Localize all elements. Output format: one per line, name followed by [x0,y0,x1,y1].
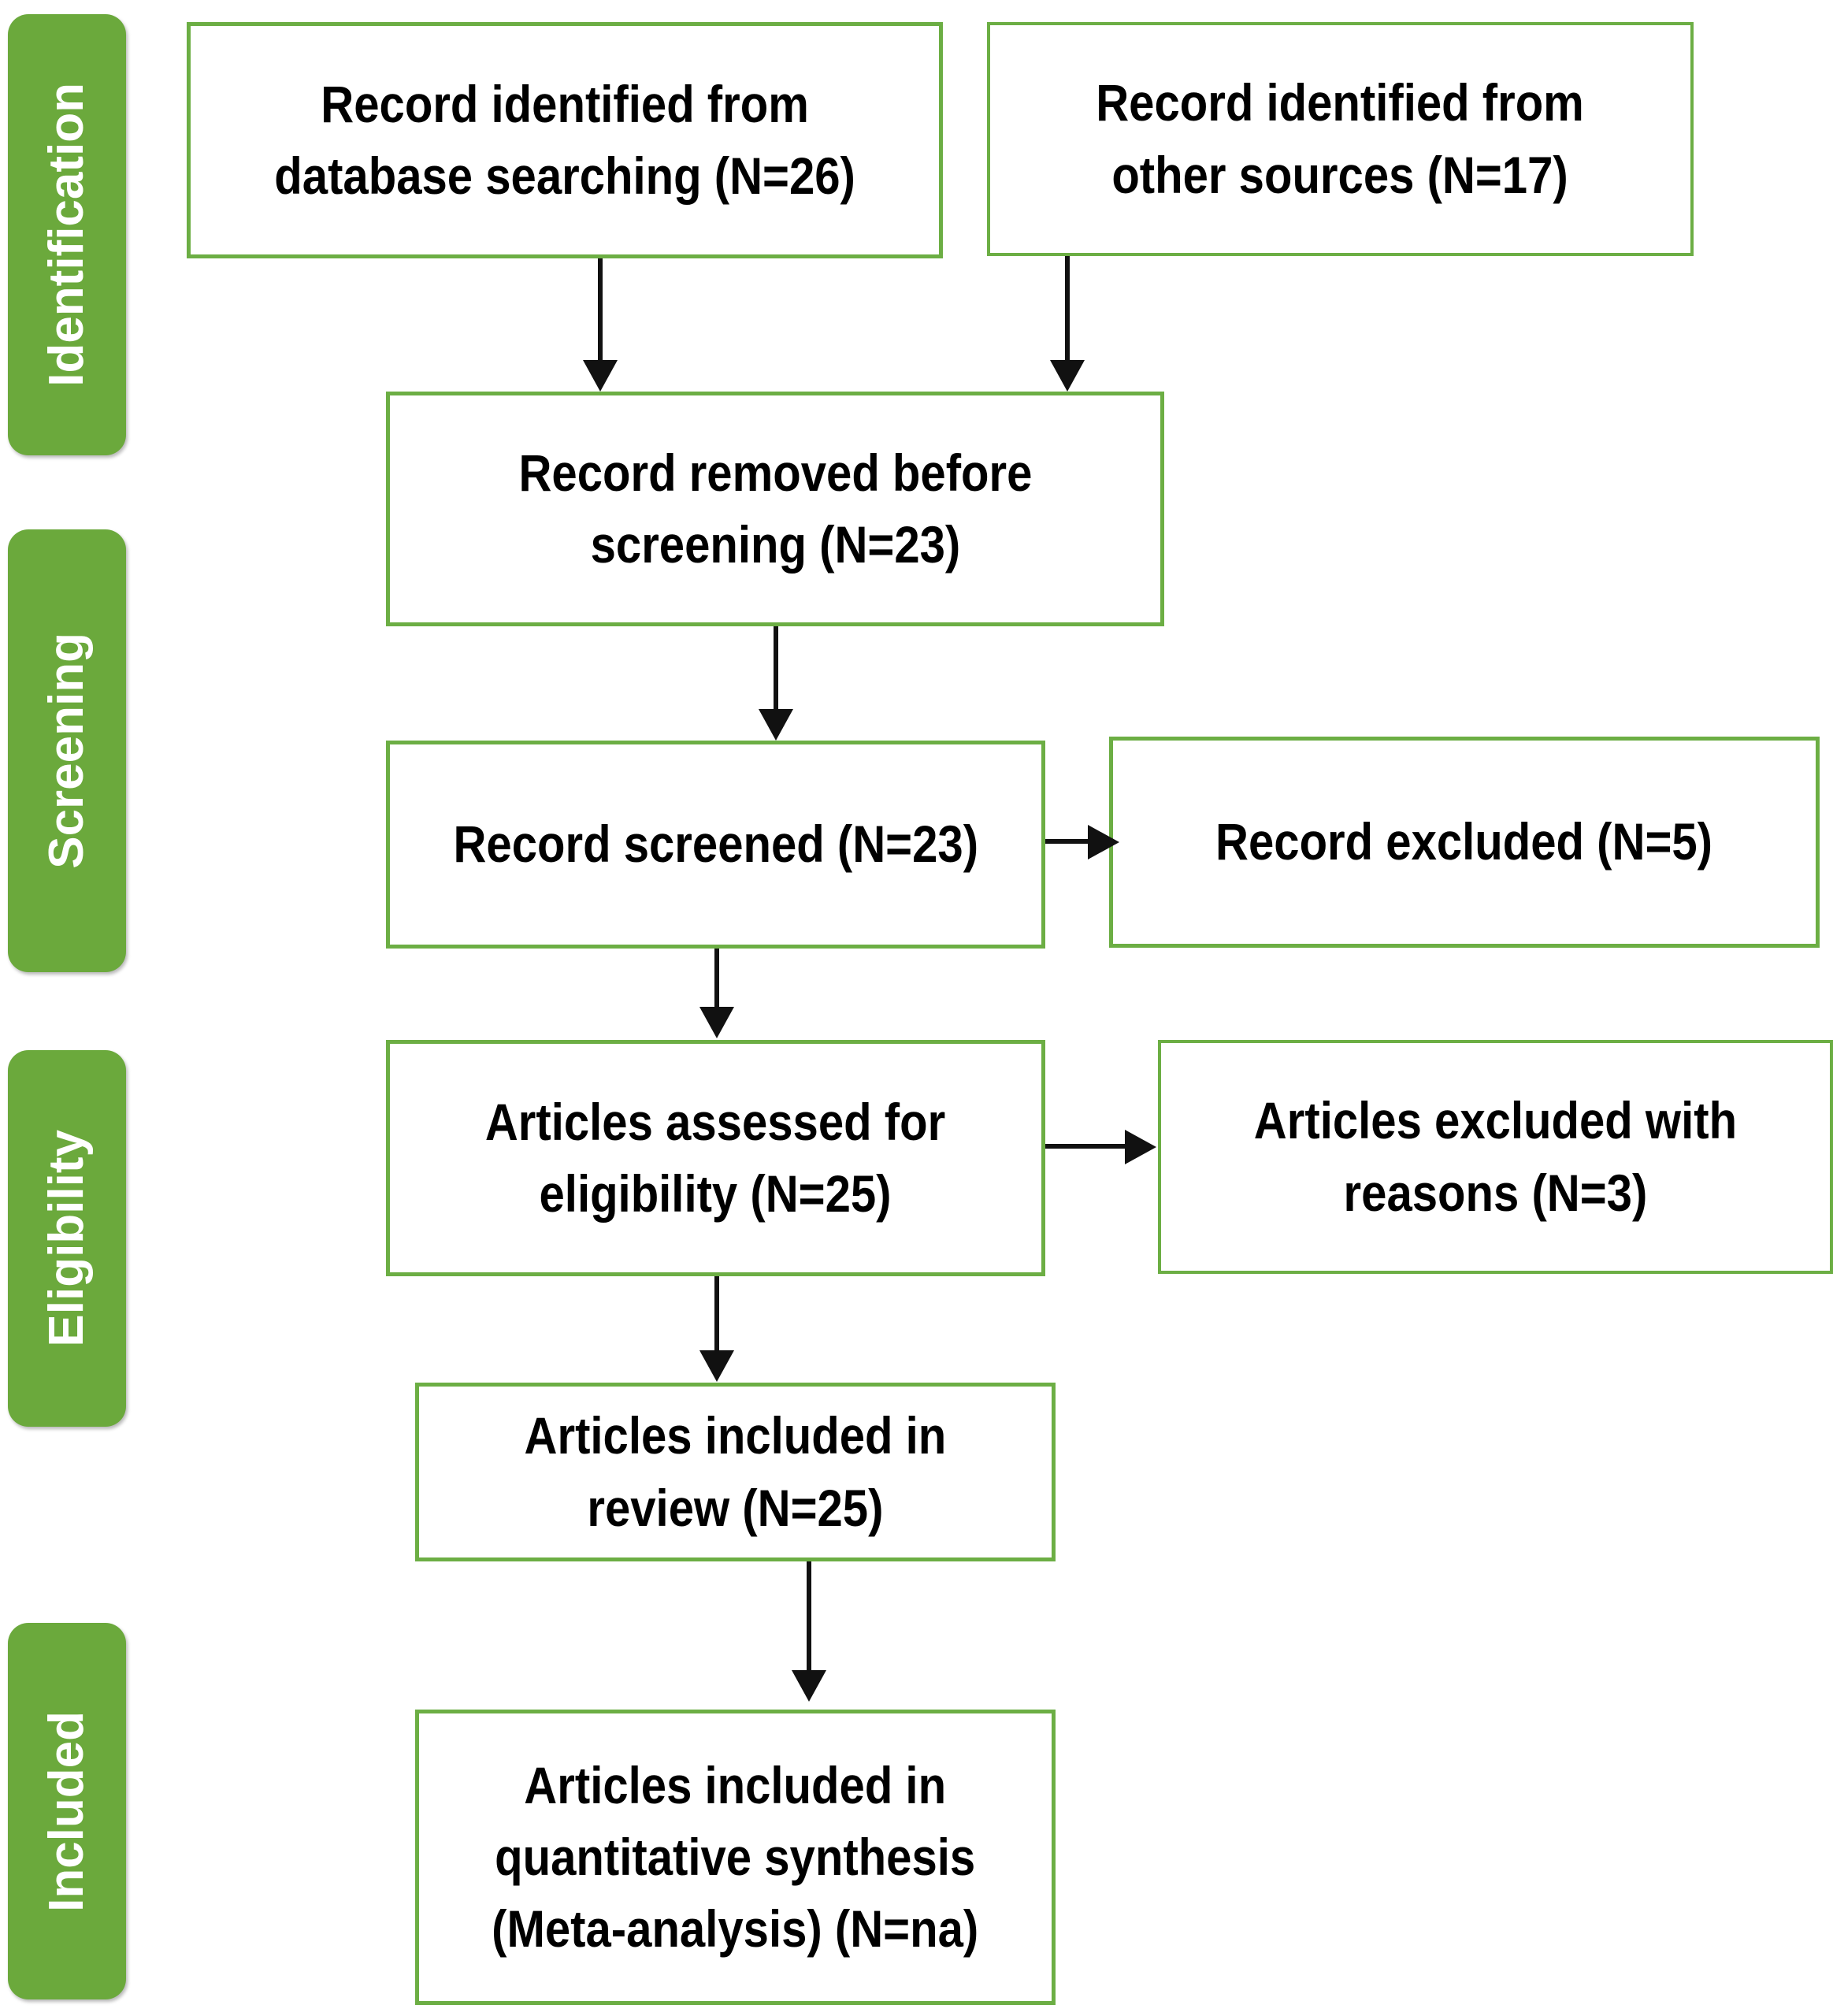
connector-line [714,949,719,1010]
box-articles-excluded-reasons-text: Articles excluded with reasons (N=3) [1253,1091,1738,1222]
box-records-excluded: Record excluded (N=5) [1109,737,1820,948]
arrow-right-icon [1125,1130,1156,1164]
connector-line [1045,839,1093,844]
arrow-down-icon [759,709,793,741]
box-records-removed: Record removed before screening (N=23) [386,392,1164,626]
arrow-down-icon [699,1007,734,1038]
arrow-down-icon [792,1670,826,1702]
box-articles-included-meta: Articles included in quantitative synthe… [415,1710,1056,2005]
stage-tab-screening-label: Screening [39,633,94,869]
box-articles-included-meta-text: Articles included in quantitative synthe… [492,1755,979,1958]
box-records-other-sources: Record identified from other sources (N=… [987,22,1694,256]
stage-tab-identification: Identification [8,14,126,455]
stage-tab-identification-label: Identification [39,83,94,387]
box-articles-excluded-reasons: Articles excluded with reasons (N=3) [1158,1040,1833,1274]
stage-tab-included-label: Included [39,1710,94,1912]
box-records-screened-text: Record screened (N=23) [453,815,978,874]
box-articles-assessed: Articles assessed for eligibility (N=25) [386,1040,1045,1276]
stage-tab-eligibility: Eligibility [8,1050,126,1427]
arrow-down-icon [699,1350,734,1382]
stage-tab-eligibility-label: Eligibility [39,1130,94,1347]
stage-tab-included: Included [8,1623,126,1999]
arrow-down-icon [1050,360,1085,392]
connector-line [598,258,603,362]
box-records-other-sources-text: Record identified from other sources (N=… [1096,73,1585,204]
connector-line [1065,256,1070,362]
box-articles-included-review-text: Articles included in review (N=25) [524,1406,947,1537]
arrow-down-icon [583,360,618,392]
box-records-excluded-text: Record excluded (N=5) [1215,812,1713,871]
box-records-removed-text: Record removed before screening (N=23) [518,443,1032,574]
arrow-right-icon [1088,825,1119,859]
stage-tab-screening: Screening [8,529,126,972]
connector-line [774,626,778,713]
box-records-database-text: Record identified from database searchin… [274,74,855,205]
connector-line [807,1561,811,1673]
connector-line [1045,1144,1128,1149]
box-records-database: Record identified from database searchin… [187,22,943,258]
connector-line [714,1276,719,1353]
box-articles-included-review: Articles included in review (N=25) [415,1383,1056,1561]
box-records-screened: Record screened (N=23) [386,741,1045,949]
box-articles-assessed-text: Articles assessed for eligibility (N=25) [485,1092,946,1223]
